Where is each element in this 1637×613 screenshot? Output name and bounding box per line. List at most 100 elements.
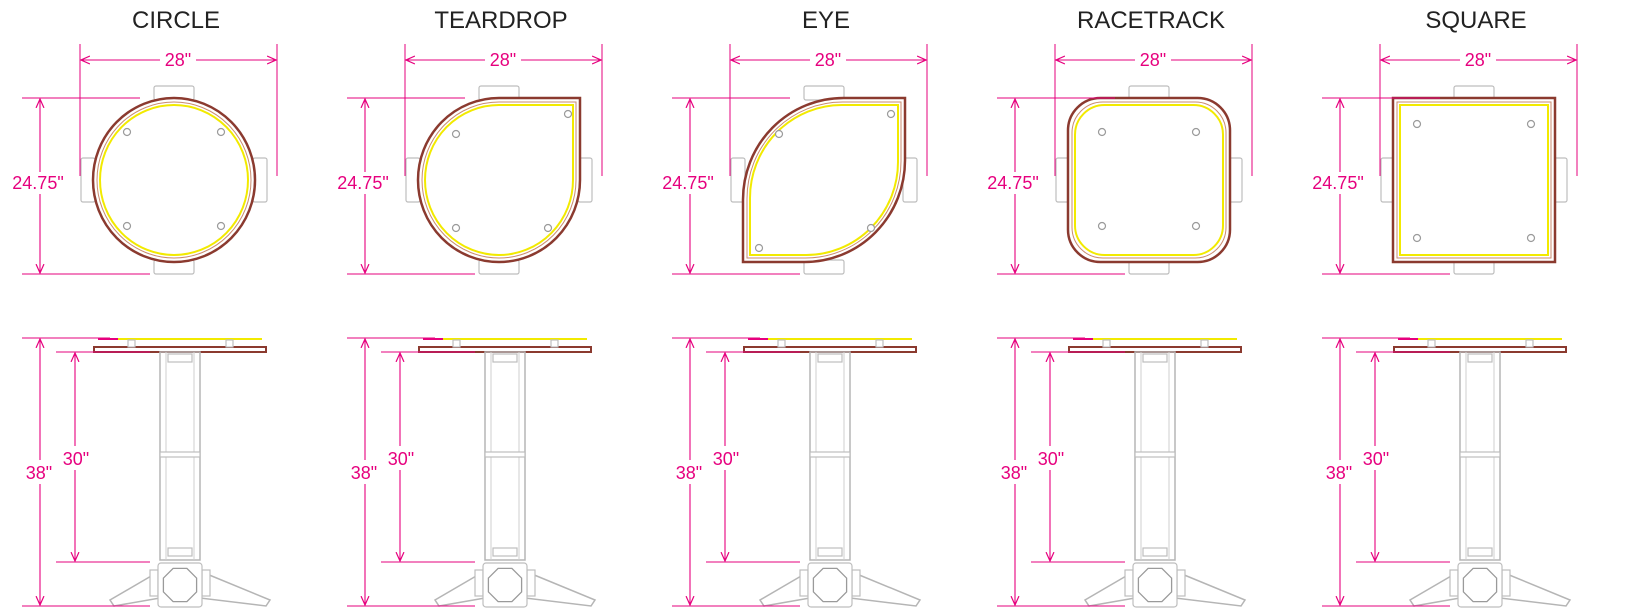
width-dimension: 28" (79, 44, 278, 176)
width-label: 28" (815, 50, 841, 70)
bar-height-dimension: 30" (1031, 351, 1125, 563)
column-joint (484, 451, 526, 458)
tabletop-outline (91, 96, 257, 264)
bolt-hole (1097, 127, 1107, 137)
column-clamp (817, 353, 843, 363)
total-height-label: 38" (26, 463, 52, 483)
tabletop-inlay (749, 104, 899, 256)
bolt-hole (543, 223, 553, 233)
base-hub (1132, 562, 1178, 608)
base-hub-octagon (1137, 567, 1173, 603)
depth-dimension: 24.75" (658, 97, 800, 275)
table-panel-racetrack: RACETRACK 28" 24.75" 38" 30" (983, 7, 1253, 608)
bolt-hole (563, 109, 573, 119)
table-title: CIRCLE (132, 7, 220, 34)
top-view: 28" 24.75" (658, 44, 928, 275)
top-view: 28" 24.75" (983, 44, 1253, 275)
total-height-label: 38" (351, 463, 377, 483)
bar-height-label: 30" (388, 449, 414, 469)
total-height-label: 38" (1001, 463, 1027, 483)
tabletop-inlay (1399, 104, 1549, 256)
bolt-hole (451, 223, 461, 233)
width-dimension: 28" (1054, 44, 1253, 176)
bolt-hole (216, 221, 226, 231)
bolt-hole (122, 221, 132, 231)
tabletop-edge (1071, 101, 1227, 259)
depth-label: 24.75" (1312, 173, 1363, 193)
column-joint (1134, 451, 1176, 458)
tabletop-edge (1396, 101, 1552, 259)
tabletop-inlay (1074, 104, 1224, 256)
bolt-hole (1412, 119, 1422, 129)
top-view: 28"24.75" (333, 44, 603, 275)
table-title: EYE (802, 7, 850, 34)
base-hub-octagon (1462, 567, 1498, 603)
depth-label: 24.75" (337, 173, 388, 193)
tabletop-outline (1391, 96, 1557, 264)
base-hub-octagon (487, 567, 523, 603)
width-label: 28" (165, 50, 191, 70)
side-view: 38" 30" (995, 337, 1247, 608)
depth-dimension: 24.75" (333, 97, 475, 275)
bar-height-dimension: 30" (1356, 351, 1450, 563)
depth-dimension: 24.75" (1308, 97, 1450, 275)
bolt-hole (774, 129, 784, 139)
table-title: SQUARE (1425, 7, 1526, 34)
bolt-hole (1191, 127, 1201, 137)
bolt-hole (1412, 233, 1422, 243)
bar-height-label: 30" (713, 449, 739, 469)
side-view: 38" 30" (670, 337, 922, 608)
depth-dimension: 24.75" (983, 97, 1125, 275)
column-clamp (492, 353, 518, 363)
table-panel-teardrop: TEARDROP 28"24.75" 38" 30" (333, 7, 603, 608)
depth-label: 24.75" (662, 173, 713, 193)
bolt-hole (886, 109, 896, 119)
tabletop-outline (416, 96, 582, 264)
tabletop-inlay (423, 104, 574, 257)
tabletop-edge (96, 101, 252, 259)
tabletop-outline (1066, 96, 1232, 264)
tabletop-edge (746, 101, 902, 259)
depth-label: 24.75" (987, 173, 1038, 193)
bar-height-dimension: 30" (56, 351, 150, 563)
bar-height-label: 30" (1363, 449, 1389, 469)
tabletop-inlay (98, 104, 250, 256)
base-hub (807, 562, 853, 608)
column-clamp (167, 547, 193, 557)
bar-height-label: 30" (1038, 449, 1064, 469)
width-dimension: 28" (1379, 44, 1578, 176)
bar-height-dimension: 30" (706, 351, 800, 563)
bolt-hole (1526, 233, 1536, 243)
table-panel-eye: EYE 28" 24.75" 38" 30" (658, 7, 928, 608)
bar-height-label: 30" (63, 449, 89, 469)
bar-height-dimension: 30" (381, 351, 475, 563)
side-view: 38" 30" (1320, 337, 1572, 608)
width-label: 28" (1140, 50, 1166, 70)
bolt-hole (1526, 119, 1536, 129)
bolt-hole (451, 129, 461, 139)
column-clamp (1142, 547, 1168, 557)
width-dimension: 28" (729, 44, 928, 176)
bolt-hole (1097, 221, 1107, 231)
width-label: 28" (1465, 50, 1491, 70)
side-view: 38" 30" (20, 337, 272, 608)
column-clamp (1467, 353, 1493, 363)
column-joint (809, 451, 851, 458)
base-hub-octagon (162, 567, 198, 603)
table-title: TEARDROP (434, 7, 567, 34)
bolt-hole (122, 127, 132, 137)
total-height-label: 38" (676, 463, 702, 483)
table-panel-square: SQUARE 28" 24.75" 38" 30" (1308, 7, 1578, 608)
total-height-label: 38" (1326, 463, 1352, 483)
bolt-hole (1191, 221, 1201, 231)
depth-label: 24.75" (12, 173, 63, 193)
total-height-dimension: 38" (670, 337, 800, 607)
base-hub (157, 562, 203, 608)
total-height-dimension: 38" (20, 337, 150, 607)
column-clamp (1142, 353, 1168, 363)
column-clamp (492, 547, 518, 557)
table-title: RACETRACK (1077, 7, 1225, 34)
side-view: 38" 30" (345, 337, 597, 608)
column-joint (1459, 451, 1501, 458)
